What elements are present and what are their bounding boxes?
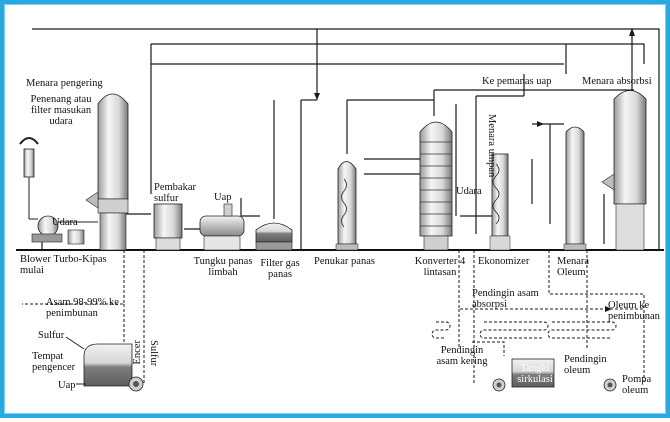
process-flow-diagram [16,28,664,392]
label-tempat-pengencer: Tempat pengencer [32,351,76,373]
label-pendingin-kering: Pendingin asam kering [436,345,488,367]
pipe-network [32,28,660,250]
label-konverter: Konverter 4 lintasan [414,256,466,278]
label-tungku-panas: Tungku panas limbah [193,256,253,278]
label-sulfur: Sulfur [38,330,65,341]
label-ke-pemanas-uap: Ke pemanas uap [482,76,552,87]
label-uap-top: Uap [214,192,232,203]
absorption-tower [601,90,647,251]
label-ekonomizer: Ekonomizer [478,256,530,267]
oleum-tower [563,126,587,251]
label-pendingin-oleum: Pendingin oleum [564,354,607,376]
label-menara-umpan: Menara umpan [486,114,497,178]
sulfur-burner [153,203,183,251]
label-oleum-penimbunan: Oleum ke penimbunan [608,300,660,322]
label-pembakar-sulfur: Pembakar sulfur [154,182,196,204]
converter [419,121,453,251]
label-blower: Blower Turbo-Kipas mulai [20,254,107,276]
heat-exchanger [335,161,359,251]
label-menara-oleum: Menara Oleum [557,256,590,278]
label-udara-left: Udara [52,217,78,228]
economizer [489,153,511,251]
label-uap-bottom: Uap [58,380,76,391]
waste-heat-boiler [199,203,245,251]
circulation-tank [511,358,555,388]
label-menara-pengering: Menara pengering [26,78,103,89]
pumps [492,378,617,392]
air-filter [19,137,39,219]
liquid-lines [22,250,645,384]
drying-tower [85,93,129,251]
dilution-tank [65,336,144,392]
label-pompa-oleum: Pompa oleum [622,374,652,396]
label-asam-penimbunan: Asam 98-99% ke penimbunan [46,297,119,319]
label-menara-absorbsi: Menara absorbsi [582,76,652,87]
label-tangki-sirkulasi: Tangki sirkulasi [517,363,553,385]
label-penukar-panas: Penukar panas [314,256,375,267]
hot-gas-filter [255,222,293,251]
label-pendingin-absorpsi: Pendingin asam absorpsi [472,288,539,310]
label-penenang-filter: Penenang atau filter masukan udara [30,94,92,127]
blower [29,215,98,245]
label-udara-right: Udara [456,186,482,197]
label-filter-gas: Filter gas panas [260,258,300,280]
label-sulfur-vertical: Sulfur [148,340,159,367]
label-encer: Encer [132,340,143,365]
flow-arrows [314,28,635,312]
